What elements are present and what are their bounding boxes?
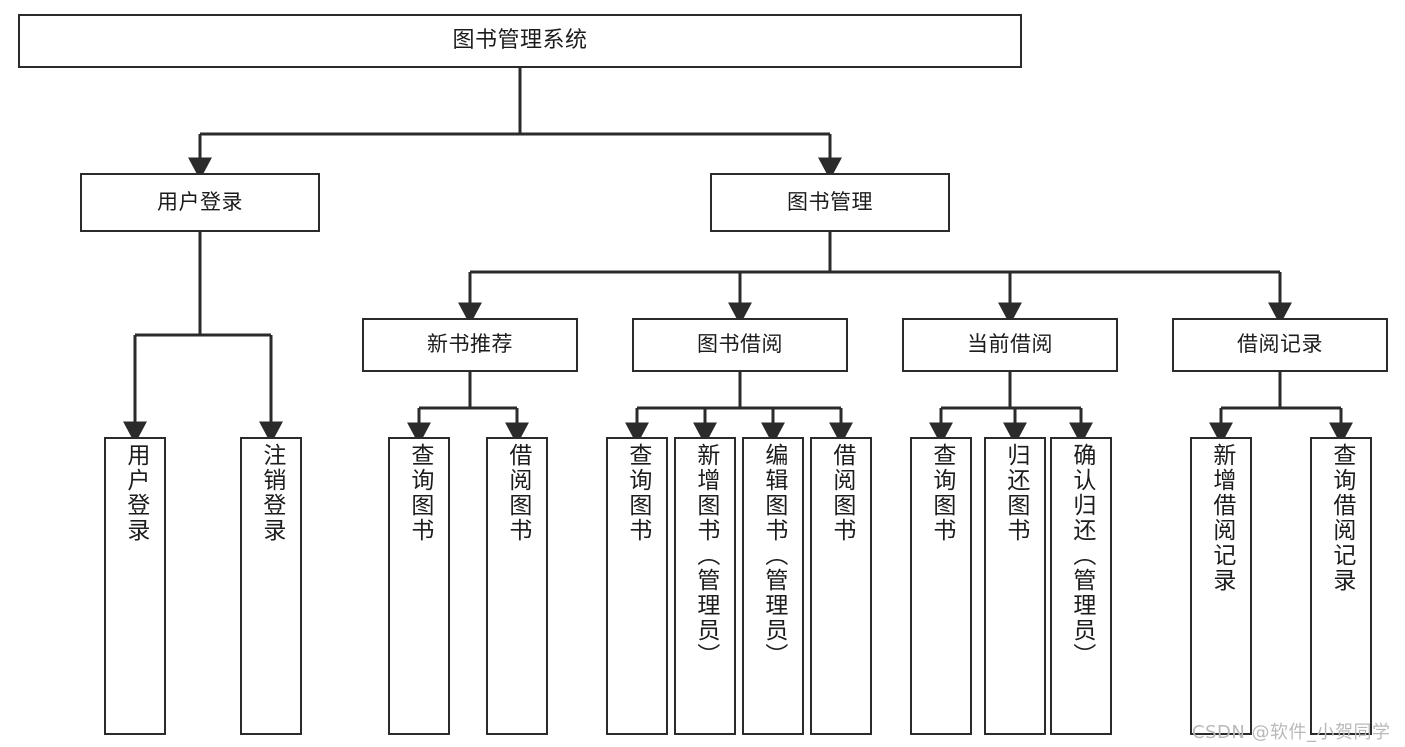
leaf-borrow-book[interactable]: 借阅图书: [810, 437, 872, 735]
csdn-watermark: CSDN @软件_小贺同学: [1192, 722, 1391, 743]
node-label: 注销登录: [258, 443, 285, 543]
node-current-borrow[interactable]: 当前借阅: [902, 318, 1118, 372]
node-label: 查询图书: [928, 443, 955, 543]
node-label: 编辑图书（管理员）: [760, 443, 787, 668]
leaf-return-book[interactable]: 归还图书: [984, 437, 1046, 735]
leaf-query-book-borrow[interactable]: 查询图书: [606, 437, 668, 735]
node-label: 当前借阅: [967, 332, 1053, 357]
node-label: 借阅图书: [828, 443, 855, 543]
node-label: 图书管理系统: [452, 27, 588, 53]
node-label: 查询借阅记录: [1328, 443, 1355, 593]
leaf-query-book-recommend[interactable]: 查询图书: [388, 437, 450, 735]
node-book-management[interactable]: 图书管理: [710, 173, 950, 232]
leaf-user-login[interactable]: 用户登录: [104, 437, 166, 735]
node-borrow-record[interactable]: 借阅记录: [1172, 318, 1388, 372]
node-label: 新书推荐: [427, 332, 513, 357]
node-label: 用户登录: [122, 443, 149, 543]
node-book-borrow[interactable]: 图书借阅: [632, 318, 848, 372]
node-label: 查询图书: [624, 443, 651, 543]
node-label: 查询图书: [406, 443, 433, 543]
node-label: 借阅记录: [1237, 332, 1323, 357]
node-root[interactable]: 图书管理系统: [18, 14, 1022, 68]
leaf-add-borrow-record[interactable]: 新增借阅记录: [1190, 437, 1252, 735]
leaf-add-book-admin[interactable]: 新增图书（管理员）: [674, 437, 736, 735]
node-user-login[interactable]: 用户登录: [80, 173, 320, 232]
node-label: 新增借阅记录: [1208, 443, 1235, 593]
node-label: 新增图书（管理员）: [692, 443, 719, 668]
leaf-borrow-book-recommend[interactable]: 借阅图书: [486, 437, 548, 735]
node-label: 图书管理: [787, 189, 873, 214]
node-new-book-recommend[interactable]: 新书推荐: [362, 318, 578, 372]
leaf-query-book-current[interactable]: 查询图书: [910, 437, 972, 735]
leaf-query-borrow-record[interactable]: 查询借阅记录: [1310, 437, 1372, 735]
node-label: 用户登录: [157, 189, 243, 214]
node-label: 借阅图书: [504, 443, 531, 543]
node-label: 归还图书: [1002, 443, 1029, 543]
leaf-edit-book-admin[interactable]: 编辑图书（管理员）: [742, 437, 804, 735]
node-label: 图书借阅: [697, 332, 783, 357]
leaf-confirm-return-admin[interactable]: 确认归还（管理员）: [1050, 437, 1112, 735]
node-label: 确认归还（管理员）: [1068, 443, 1095, 668]
leaf-logout[interactable]: 注销登录: [240, 437, 302, 735]
